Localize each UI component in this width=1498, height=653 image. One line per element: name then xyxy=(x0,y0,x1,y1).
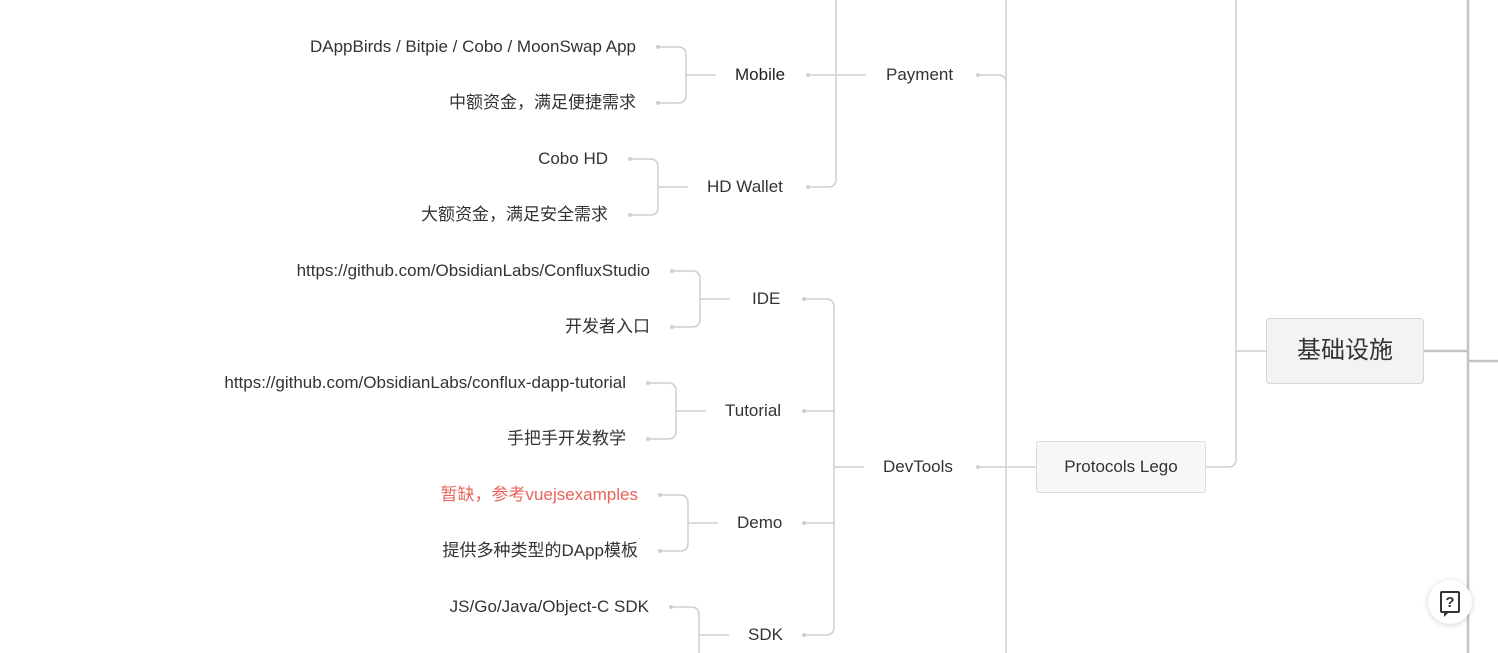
connector-sdk-children xyxy=(671,606,729,653)
node-tutorial-hands-on[interactable]: 手把手开发教学 xyxy=(507,429,626,448)
node-sdk[interactable]: SDK xyxy=(748,625,783,644)
node-demo-missing[interactable]: 暂缺，参考vuejsexamples xyxy=(440,485,638,504)
node-hd-wallet[interactable]: HD Wallet xyxy=(707,177,783,196)
connector-root-children xyxy=(1206,0,1266,468)
connector-ide-children xyxy=(672,270,730,328)
node-ide-link[interactable]: https://github.com/ObsidianLabs/ConfluxS… xyxy=(296,261,650,280)
node-protocols-lego[interactable]: Protocols Lego xyxy=(1036,441,1206,493)
node-mobile[interactable]: Mobile xyxy=(735,65,786,84)
help-button[interactable]: ? xyxy=(1428,580,1472,624)
connector-devtools-children xyxy=(804,298,864,636)
node-payment[interactable]: Payment xyxy=(886,65,954,84)
node-ide-developer-entry[interactable]: 开发者入口 xyxy=(565,317,650,336)
node-demo-templates[interactable]: 提供多种类型的DApp模板 xyxy=(442,541,638,560)
node-demo[interactable]: Demo xyxy=(737,513,783,532)
connector-root-parent xyxy=(1424,0,1498,653)
connector-tutorial-children xyxy=(648,382,706,440)
connector-mobile-children xyxy=(658,46,716,104)
node-sdk-languages[interactable]: JS/Go/Java/Object-C SDK xyxy=(449,597,649,616)
root-node-infrastructure[interactable]: 基础设施 xyxy=(1266,318,1424,384)
node-devtools[interactable]: DevTools xyxy=(883,457,953,476)
help-question-icon: ? xyxy=(1440,591,1460,617)
connector-demo-children xyxy=(660,494,718,552)
connector-hdwallet-children xyxy=(630,158,688,216)
node-mobile-apps[interactable]: DAppBirds / Bitpie / Cobo / MoonSwap App xyxy=(309,37,636,56)
node-ide[interactable]: IDE xyxy=(752,289,781,308)
node-mobile-medium-funds[interactable]: 中额资金，满足便捷需求 xyxy=(449,93,636,112)
node-tutorial[interactable]: Tutorial xyxy=(725,401,782,420)
connector-protocols-children xyxy=(978,0,1036,653)
node-hd-large-funds[interactable]: 大额资金，满足安全需求 xyxy=(421,205,608,224)
connector-payment-children xyxy=(808,0,866,188)
node-cobo-hd[interactable]: Cobo HD xyxy=(538,149,608,168)
node-tutorial-link[interactable]: https://github.com/ObsidianLabs/conflux-… xyxy=(224,373,626,392)
